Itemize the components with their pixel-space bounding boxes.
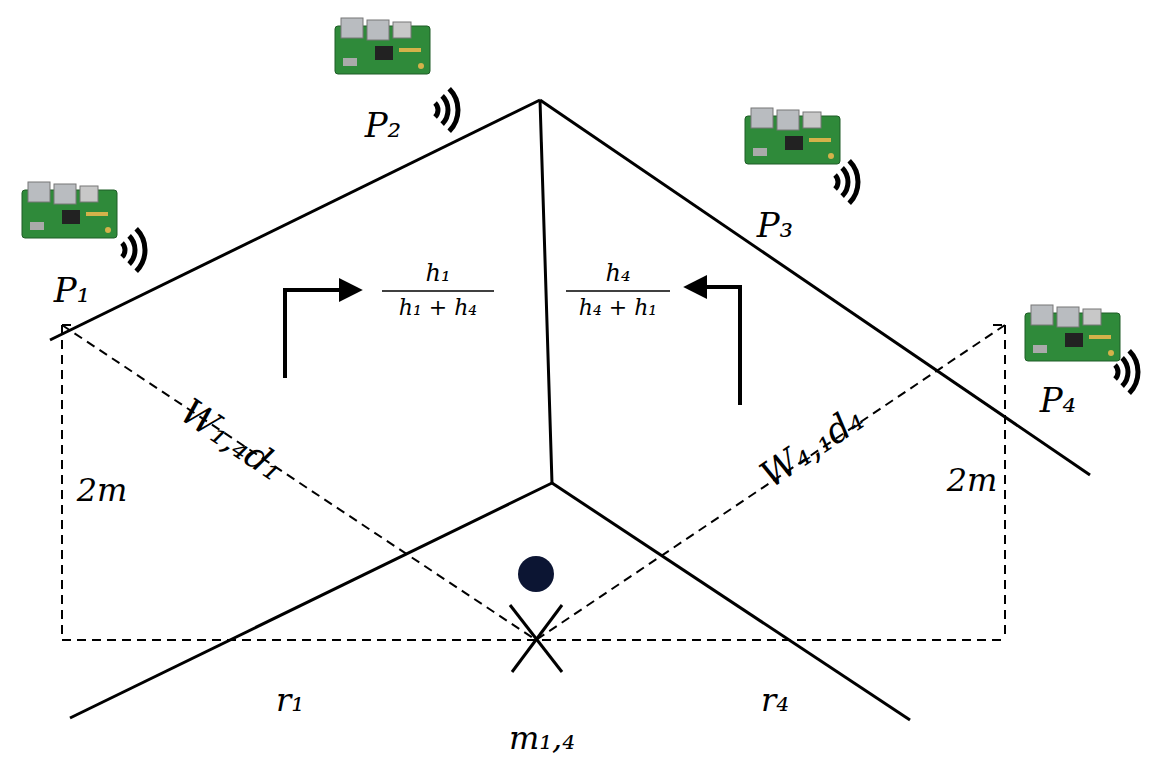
weight-arrows — [285, 287, 740, 405]
weighted-distance-label: W₄,₁d₄ — [754, 400, 869, 494]
room-walls — [50, 100, 1090, 720]
raspberry-pi — [745, 108, 840, 164]
weighted-distance-label: W₁,₄d₁ — [174, 393, 289, 487]
device-label: P₁ — [54, 273, 91, 307]
fraction-denominator: h₁ + h₄ — [399, 297, 477, 319]
wifi-signal — [428, 89, 470, 131]
fraction-denominator: h₄ + h₁ — [579, 297, 657, 319]
wifi-signal — [115, 229, 157, 271]
fraction-bars — [382, 290, 670, 292]
raspberry-pi — [1025, 305, 1120, 361]
radius-label: r₁ — [276, 684, 304, 716]
device-label: P₄ — [1040, 383, 1077, 417]
wifi-signal — [1108, 351, 1150, 393]
height-label: 2m — [947, 464, 998, 496]
radius-label: r₄ — [761, 684, 789, 716]
height-label: 2m — [77, 474, 128, 506]
fraction-numerator: h₄ — [605, 261, 630, 285]
raspberry-pi — [22, 182, 117, 238]
fraction-numerator: h₁ — [425, 261, 450, 285]
person-marker — [510, 556, 562, 672]
distance-lines — [62, 325, 1005, 640]
position-label: m₁,₄ — [509, 722, 575, 754]
wifi-signal — [828, 161, 870, 203]
raspberry-pi — [335, 18, 430, 74]
device-label: P₃ — [757, 208, 794, 242]
device-label: P₂ — [365, 108, 402, 142]
